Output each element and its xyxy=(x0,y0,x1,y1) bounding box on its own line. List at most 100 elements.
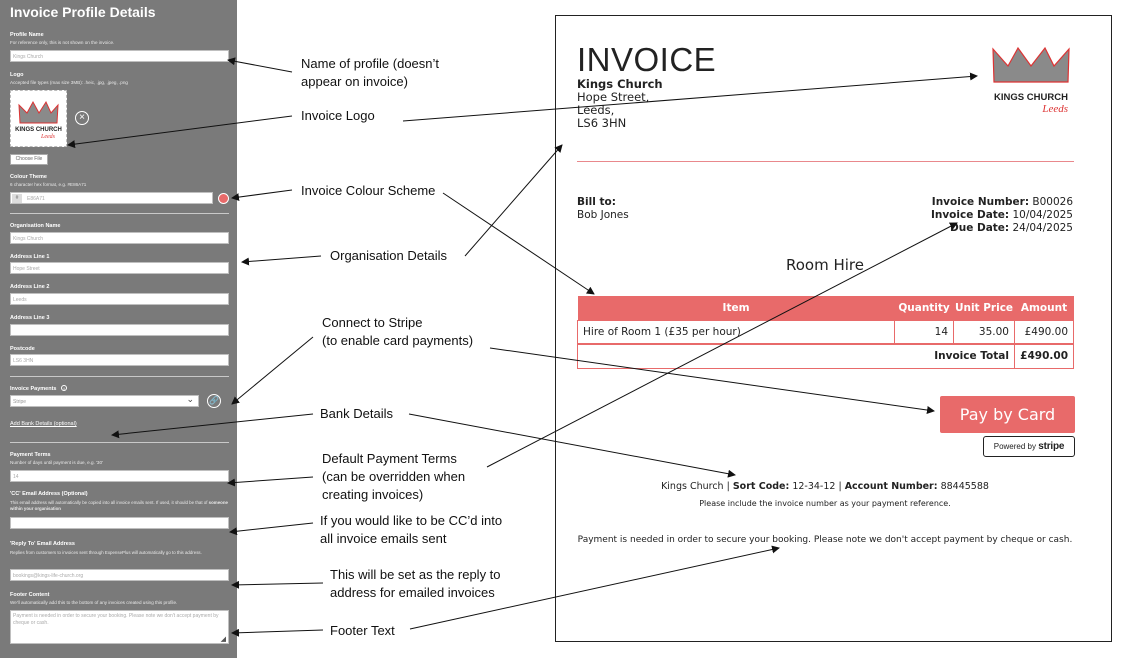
invoice-meta: Invoice Number: B00026 Invoice Date: 10/… xyxy=(931,196,1073,235)
colour-theme-label: Colour Theme xyxy=(10,174,47,180)
invoice-number: B00026 xyxy=(1032,196,1073,208)
annotation-stripe: Connect to Stripe (to enable card paymen… xyxy=(322,314,473,350)
postcode-label: Postcode xyxy=(10,346,35,352)
organisation-name-input[interactable]: Kings Church xyxy=(10,232,229,244)
logo-script: Leeds xyxy=(1041,103,1068,115)
colour-theme-value: E86A71 xyxy=(27,196,45,202)
annotation-reply: This will be set as the reply to address… xyxy=(330,566,501,602)
footer-content-textarea[interactable]: Payment is needed in order to secure you… xyxy=(10,610,229,644)
address-line: LS6 3HN xyxy=(577,116,627,130)
panel-title: Invoice Profile Details xyxy=(10,4,156,20)
annotation-line: address for emailed invoices xyxy=(330,585,495,600)
total-value: £490.00 xyxy=(1013,343,1075,369)
bill-to-name: Bob Jones xyxy=(577,209,629,221)
invoice-logo: KINGS CHURCH Leeds xyxy=(992,46,1070,115)
annotation-line: Connect to Stripe xyxy=(322,315,423,330)
divider xyxy=(10,442,229,443)
invoice-table: Item Quantity Unit Price Amount Hire of … xyxy=(576,296,1075,369)
annotation-line: creating invoices) xyxy=(322,487,424,502)
colour-theme-hint: 6 character hex format, e.g. #E86A71 xyxy=(10,182,87,187)
cc-email-hint-text: This email address will automatically be… xyxy=(10,500,208,505)
unit-price-cell: 35.00 xyxy=(953,319,1015,345)
profile-name-hint: For reference only, this is not shown on… xyxy=(10,40,115,45)
due-date-label: Due Date: xyxy=(950,222,1010,234)
annotation-line: If you would like to be CC’d into xyxy=(320,513,503,528)
annotation-footer: Footer Text xyxy=(330,623,395,638)
invoice-date-row: Invoice Date: 10/04/2025 xyxy=(931,209,1073,222)
footer-content-value: Payment is needed in order to secure you… xyxy=(13,613,219,626)
address-line-2-input[interactable]: Leeds xyxy=(10,293,229,305)
organisation-name-label: Organisation Name xyxy=(10,223,61,229)
reference-note: Please include the invoice number as you… xyxy=(699,499,951,508)
stripe-wordmark: stripe xyxy=(1038,441,1065,452)
address-line-3-label: Address Line 3 xyxy=(10,315,50,321)
payment-terms-input[interactable]: 14 xyxy=(10,470,229,482)
add-bank-details-link[interactable]: Add Bank Details (optional) xyxy=(10,421,77,427)
invoice-date: 10/04/2025 xyxy=(1012,209,1073,221)
reply-to-label: 'Reply To' Email Address xyxy=(10,541,75,547)
annotation-line: all invoice emails sent xyxy=(320,531,447,546)
resize-grip-icon[interactable]: ◢ xyxy=(220,635,226,643)
invoice-footer: Payment is needed in order to secure you… xyxy=(577,535,1073,545)
svg-text:KINGS CHURCH: KINGS CHURCH xyxy=(15,127,62,133)
annotation-line: Default Payment Terms xyxy=(322,451,457,466)
column-header: Amount xyxy=(1014,296,1074,320)
invoice-payments-select[interactable]: Stripe ⌄ xyxy=(10,394,199,407)
divider xyxy=(10,213,229,214)
invoice-payments-value: Stripe xyxy=(13,399,27,405)
payment-terms-label: Payment Terms xyxy=(10,452,51,458)
annotation-terms: Default Payment Terms (can be overridden… xyxy=(322,450,465,504)
annotation-colour: Invoice Colour Scheme xyxy=(301,183,436,198)
arrow-terms xyxy=(227,476,314,487)
arrow-org-invoice xyxy=(464,144,563,257)
arrow-cc xyxy=(229,522,314,536)
account-number-label: Account Number: xyxy=(844,481,938,492)
cc-email-input[interactable] xyxy=(10,517,229,529)
choose-file-button[interactable]: Choose File xyxy=(10,154,48,165)
account-number: 88445588 xyxy=(940,481,989,492)
table-header: Item Quantity Unit Price Amount xyxy=(577,296,1074,320)
colour-swatch[interactable] xyxy=(218,193,229,204)
invoice-number-row: Invoice Number: B00026 xyxy=(931,196,1073,209)
profile-name-label: Profile Name xyxy=(10,32,44,38)
due-date-row: Due Date: 24/04/2025 xyxy=(931,222,1073,235)
hash-prefix: # xyxy=(12,194,22,203)
organisation-block: Kings Church Hope Street, Leeds, LS6 3HN xyxy=(577,78,663,130)
due-date: 24/04/2025 xyxy=(1012,222,1073,234)
annotation-line: appear on invoice) xyxy=(301,74,408,89)
postcode-input[interactable]: LS6 3HN xyxy=(10,354,229,366)
invoice-preview: INVOICE Kings Church Hope Street, Leeds,… xyxy=(555,15,1112,642)
total-label: Invoice Total xyxy=(577,343,1015,369)
arrow-footer xyxy=(231,628,324,637)
column-header: Quantity xyxy=(894,296,954,320)
remove-logo-icon[interactable]: × xyxy=(75,111,89,125)
logo-preview: KINGS CHURCH Leeds xyxy=(10,90,67,147)
colour-theme-input[interactable]: # E86A71 xyxy=(10,192,213,204)
profile-name-input[interactable]: Kings Church xyxy=(10,50,229,62)
bank-details: Kings Church | Sort Code: 12-34-12 | Acc… xyxy=(661,481,989,492)
address-line-2-label: Address Line 2 xyxy=(10,284,50,290)
annotation-line: Name of profile (doesn’t xyxy=(301,56,440,71)
cc-email-hint-bold: someone within your organisation xyxy=(10,500,228,511)
chevron-down-icon: ⌄ xyxy=(186,394,194,404)
link-icon[interactable]: 🔗 xyxy=(207,394,221,408)
divider xyxy=(10,376,229,377)
logo-hint: Accepted file types (max size 3MB): .hei… xyxy=(10,80,128,85)
info-icon[interactable]: i xyxy=(61,385,67,391)
logo-text: KINGS CHURCH xyxy=(994,92,1068,103)
arrow-profile-name xyxy=(227,57,293,73)
reply-to-input[interactable]: bookings@kings-life-church.org xyxy=(10,569,229,581)
reply-to-hint: Replies from customers to invoices sent … xyxy=(10,550,202,555)
bill-to-label: Bill to: xyxy=(577,196,616,208)
column-header: Item xyxy=(577,296,895,320)
quantity-cell: 14 xyxy=(894,319,955,345)
invoice-heading: Room Hire xyxy=(786,256,864,274)
address-line-3-input[interactable] xyxy=(10,324,229,336)
address-line-1-input[interactable]: Hope Street xyxy=(10,262,229,274)
invoice-payments-text: Invoice Payments xyxy=(10,386,57,392)
kings-church-logo-icon: KINGS CHURCH Leeds xyxy=(15,100,62,140)
pay-by-card-button[interactable]: Pay by Card xyxy=(940,396,1075,433)
powered-by-stripe-badge[interactable]: Powered by stripe xyxy=(983,436,1075,457)
logo-label: Logo xyxy=(10,72,24,78)
